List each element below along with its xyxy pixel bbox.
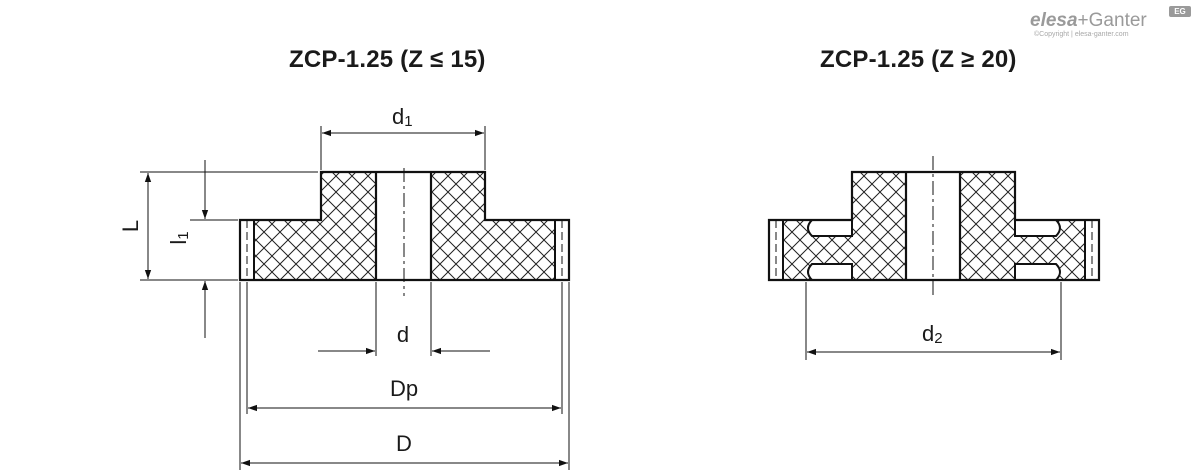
- left-dimensions: [140, 126, 570, 470]
- label-d2: d2: [922, 321, 943, 347]
- right-outline: [767, 170, 1101, 282]
- label-d1: d1: [392, 104, 413, 130]
- right-pulley-section: [767, 156, 1101, 296]
- logo-copyright: ©Copyright | elesa-ganter.com: [1034, 31, 1129, 38]
- left-hatch-left-body: [254, 172, 376, 280]
- label-d: d: [397, 322, 409, 347]
- label-l1: l1: [166, 231, 192, 244]
- right-groove-top-left: [807, 219, 853, 237]
- right-groove-bottom-right: [1014, 263, 1061, 281]
- title-right: ZCP-1.25 (Z ≥ 20): [820, 46, 1017, 73]
- label-D: D: [396, 431, 412, 456]
- right-groove-bottom-left: [807, 263, 853, 281]
- brand-logo: elesa+Ganter ©Copyright | elesa-ganter.c…: [1030, 6, 1195, 42]
- label-L: L: [118, 220, 143, 232]
- left-hatch-right-body: [431, 172, 555, 280]
- title-left: ZCP-1.25 (Z ≤ 15): [289, 46, 486, 73]
- right-dimensions: [805, 282, 1062, 360]
- left-outline: [238, 170, 571, 282]
- right-groove-top-right: [1014, 219, 1061, 237]
- label-Dp: Dp: [390, 376, 418, 401]
- logo-wordmark: elesa+Ganter: [1030, 10, 1147, 31]
- left-pulley-section: [238, 168, 571, 296]
- logo-badge: EG: [1169, 6, 1191, 17]
